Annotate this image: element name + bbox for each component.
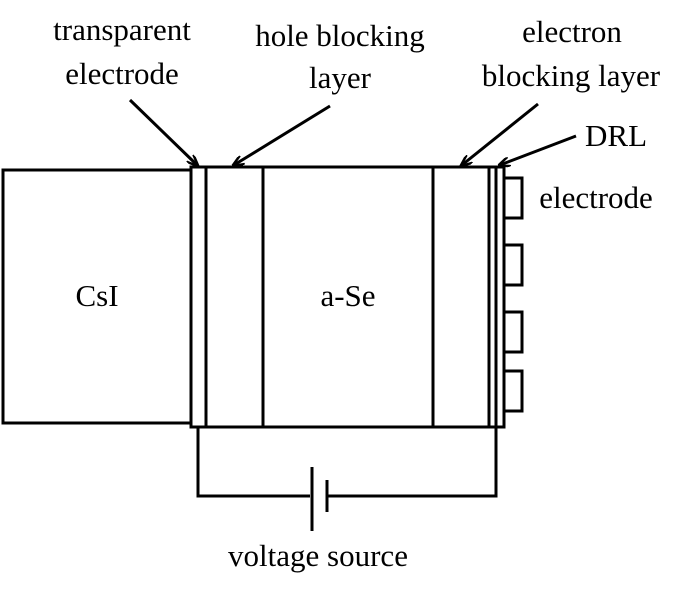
pixel-electrode <box>502 310 524 354</box>
label-drl: DRL <box>585 118 647 153</box>
label-electrode: electrode <box>539 180 653 215</box>
label-a-se: a-Se <box>320 278 375 313</box>
pixel-electrode <box>502 369 524 413</box>
circuit-wire-right <box>327 427 498 498</box>
arrow-hole-blocking <box>234 104 331 165</box>
circuit-wire-left <box>196 427 310 498</box>
label-transparent-line1: transparent <box>53 12 191 47</box>
label-hole-blocking-line1: hole blocking <box>255 18 425 53</box>
arrow-drl <box>500 134 577 165</box>
detector-stack <box>189 165 506 429</box>
pixel-electrode <box>502 243 524 287</box>
label-voltage-source: voltage source <box>228 538 408 573</box>
label-electron-blocking-line1: electron <box>522 14 622 49</box>
label-transparent-line2: electrode <box>65 56 179 91</box>
pixel-electrode <box>502 176 524 220</box>
label-hole-blocking-line2: layer <box>309 60 372 95</box>
arrow-electron-blocking <box>462 102 539 165</box>
arrow-transparent-electrode <box>128 98 197 165</box>
label-csi: CsI <box>75 278 118 313</box>
label-electron-blocking-line2: blocking layer <box>482 58 661 93</box>
